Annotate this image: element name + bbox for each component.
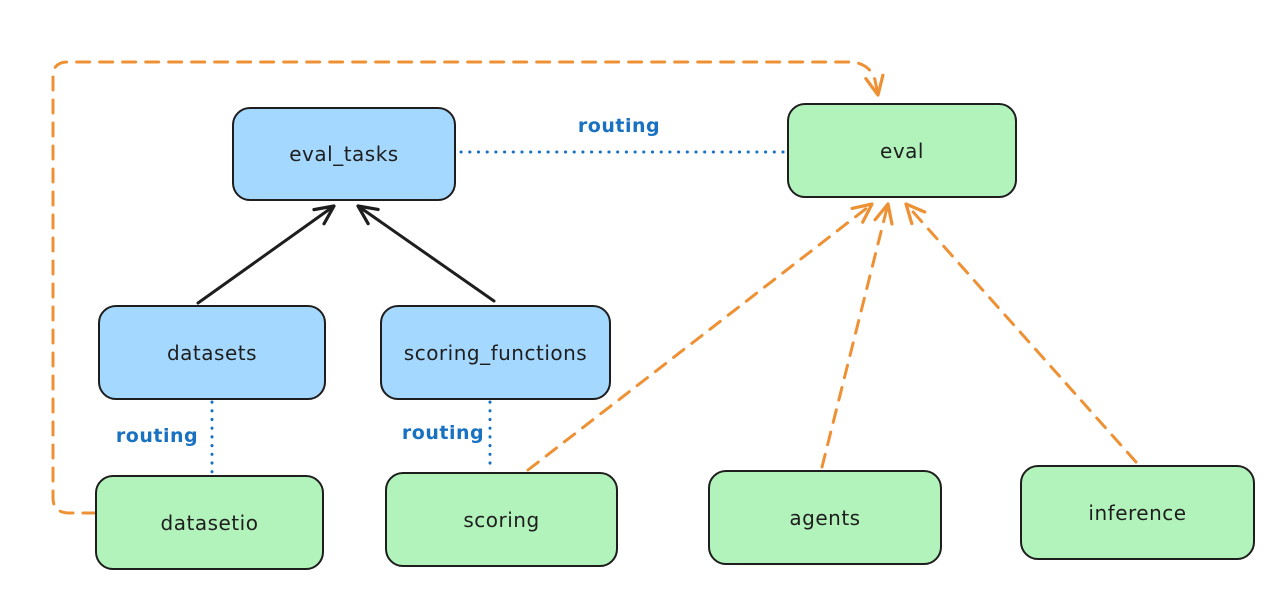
node-scoring-functions: scoring_functions xyxy=(380,305,611,400)
node-scoring-label: scoring xyxy=(463,507,540,532)
edge-inference-to-eval xyxy=(904,202,1138,464)
edge-scoring-to-eval xyxy=(526,202,874,472)
node-datasetio-label: datasetio xyxy=(160,510,259,535)
node-eval-label: eval xyxy=(880,138,924,163)
node-scoring-functions-label: scoring_functions xyxy=(403,340,588,365)
node-inference: inference xyxy=(1020,465,1255,560)
edge-datasets-to-eval-tasks xyxy=(196,204,336,305)
node-datasets-label: datasets xyxy=(166,340,258,365)
node-datasetio: datasetio xyxy=(95,475,324,570)
edge-datasetio-to-eval xyxy=(51,60,885,515)
node-datasets: datasets xyxy=(98,305,326,400)
node-eval-tasks: eval_tasks xyxy=(232,107,456,201)
edge-scoring-functions-to-eval-tasks xyxy=(356,204,496,303)
routing-label-scoring-functions-scoring: routing xyxy=(401,422,485,444)
routing-label-datasets-datasetio: routing xyxy=(115,425,199,447)
routing-label-eval-tasks-eval: routing xyxy=(577,115,661,137)
node-scoring: scoring xyxy=(385,472,618,567)
node-agents: agents xyxy=(708,470,942,565)
node-agents-label: agents xyxy=(789,505,861,530)
edge-agents-to-eval xyxy=(820,202,894,469)
node-eval: eval xyxy=(787,103,1017,198)
node-inference-label: inference xyxy=(1088,500,1187,525)
node-eval-tasks-label: eval_tasks xyxy=(289,142,399,166)
